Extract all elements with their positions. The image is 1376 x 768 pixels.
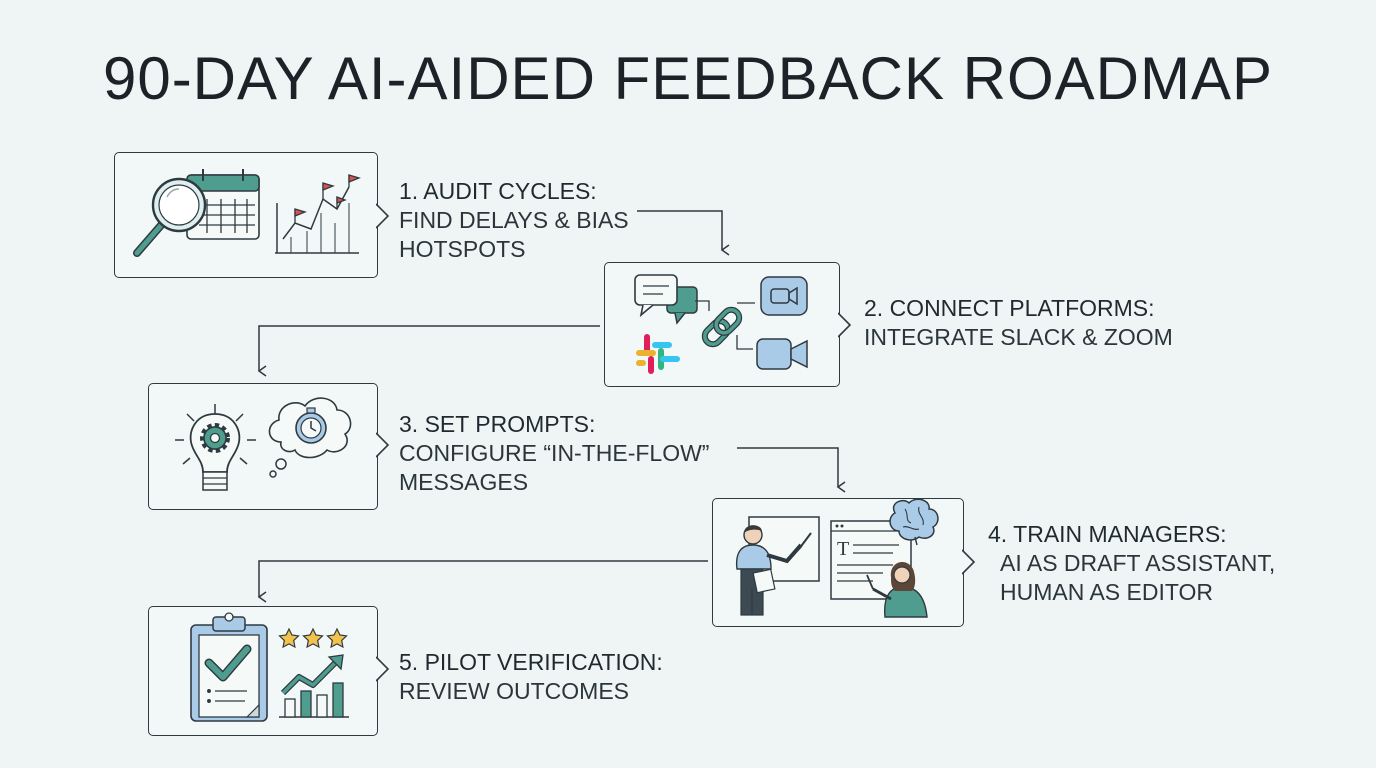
connector-4-5: [257, 560, 708, 603]
presenter-icon: [735, 516, 820, 616]
calendar-icon: [186, 169, 260, 240]
step-2-heading: 2. CONNECT PLATFORMS:: [864, 295, 1155, 321]
step-4-card: T: [712, 498, 964, 627]
step-2-pointer: [838, 312, 852, 338]
flag-chart-icon: [275, 174, 361, 254]
step-5-line-1: REVIEW OUTCOMES: [399, 678, 630, 704]
lightbulb-gear-icon: [175, 404, 256, 491]
zoom-video-icon: [756, 276, 808, 370]
step-3-pointer: [376, 432, 390, 458]
svg-text:T: T: [837, 538, 849, 560]
step-1-pointer: [376, 203, 390, 229]
step-3-line-2: MESSAGES: [399, 469, 529, 495]
thought-stopwatch-icon: [268, 397, 352, 478]
step-1-label: 1. AUDIT CYCLES: FIND DELAYS & BIAS HOTS…: [399, 177, 629, 264]
step-2-label: 2. CONNECT PLATFORMS: INTEGRATE SLACK & …: [864, 294, 1173, 352]
connector-2-3: [257, 325, 600, 377]
step-1-line-2: HOTSPOTS: [399, 236, 526, 262]
step-4-heading: 4. TRAIN MANAGERS:: [988, 521, 1227, 547]
step-1-card: [114, 152, 378, 278]
step-4-line-1: AI AS DRAFT ASSISTANT,: [1000, 550, 1276, 576]
link-chain-icon: [695, 300, 755, 350]
step-1-line-1: FIND DELAYS & BIAS: [399, 207, 629, 233]
chat-bubbles-icon: [634, 274, 698, 325]
slack-logo-icon: [636, 334, 680, 374]
step-4-pointer: [962, 549, 976, 575]
step-2-line-1: INTEGRATE SLACK & ZOOM: [864, 324, 1173, 350]
step-4-label: 4. TRAIN MANAGERS: AI AS DRAFT ASSISTANT…: [988, 520, 1275, 607]
step-5-card: [148, 606, 378, 736]
stars-icon: [278, 627, 348, 649]
step-5-label: 5. PILOT VERIFICATION: REVIEW OUTCOMES: [399, 648, 663, 706]
step-1-heading: 1. AUDIT CYCLES:: [399, 178, 597, 204]
step-3-label: 3. SET PROMPTS: CONFIGURE “IN-THE-FLOW” …: [399, 410, 709, 497]
connector-3-4: [737, 447, 846, 493]
clipboard-check-icon: [190, 612, 268, 722]
step-5-heading: 5. PILOT VERIFICATION:: [399, 649, 663, 675]
step-2-card: [604, 262, 840, 387]
brain-icon: [889, 499, 939, 546]
page-title: 90-DAY AI-AIDED FEEDBACK ROADMAP: [102, 45, 1274, 112]
document-editor-icon: T: [830, 520, 928, 618]
step-5-pointer: [376, 656, 390, 682]
step-3-card: [148, 383, 378, 510]
step-3-line-1: CONFIGURE “IN-THE-FLOW”: [399, 440, 710, 466]
step-3-heading: 3. SET PROMPTS:: [399, 411, 596, 437]
growth-chart-icon: [279, 654, 349, 718]
magnifier-icon: [133, 177, 207, 257]
connector-1-2: [637, 210, 730, 256]
step-4-line-2: HUMAN AS EDITOR: [1000, 579, 1213, 605]
